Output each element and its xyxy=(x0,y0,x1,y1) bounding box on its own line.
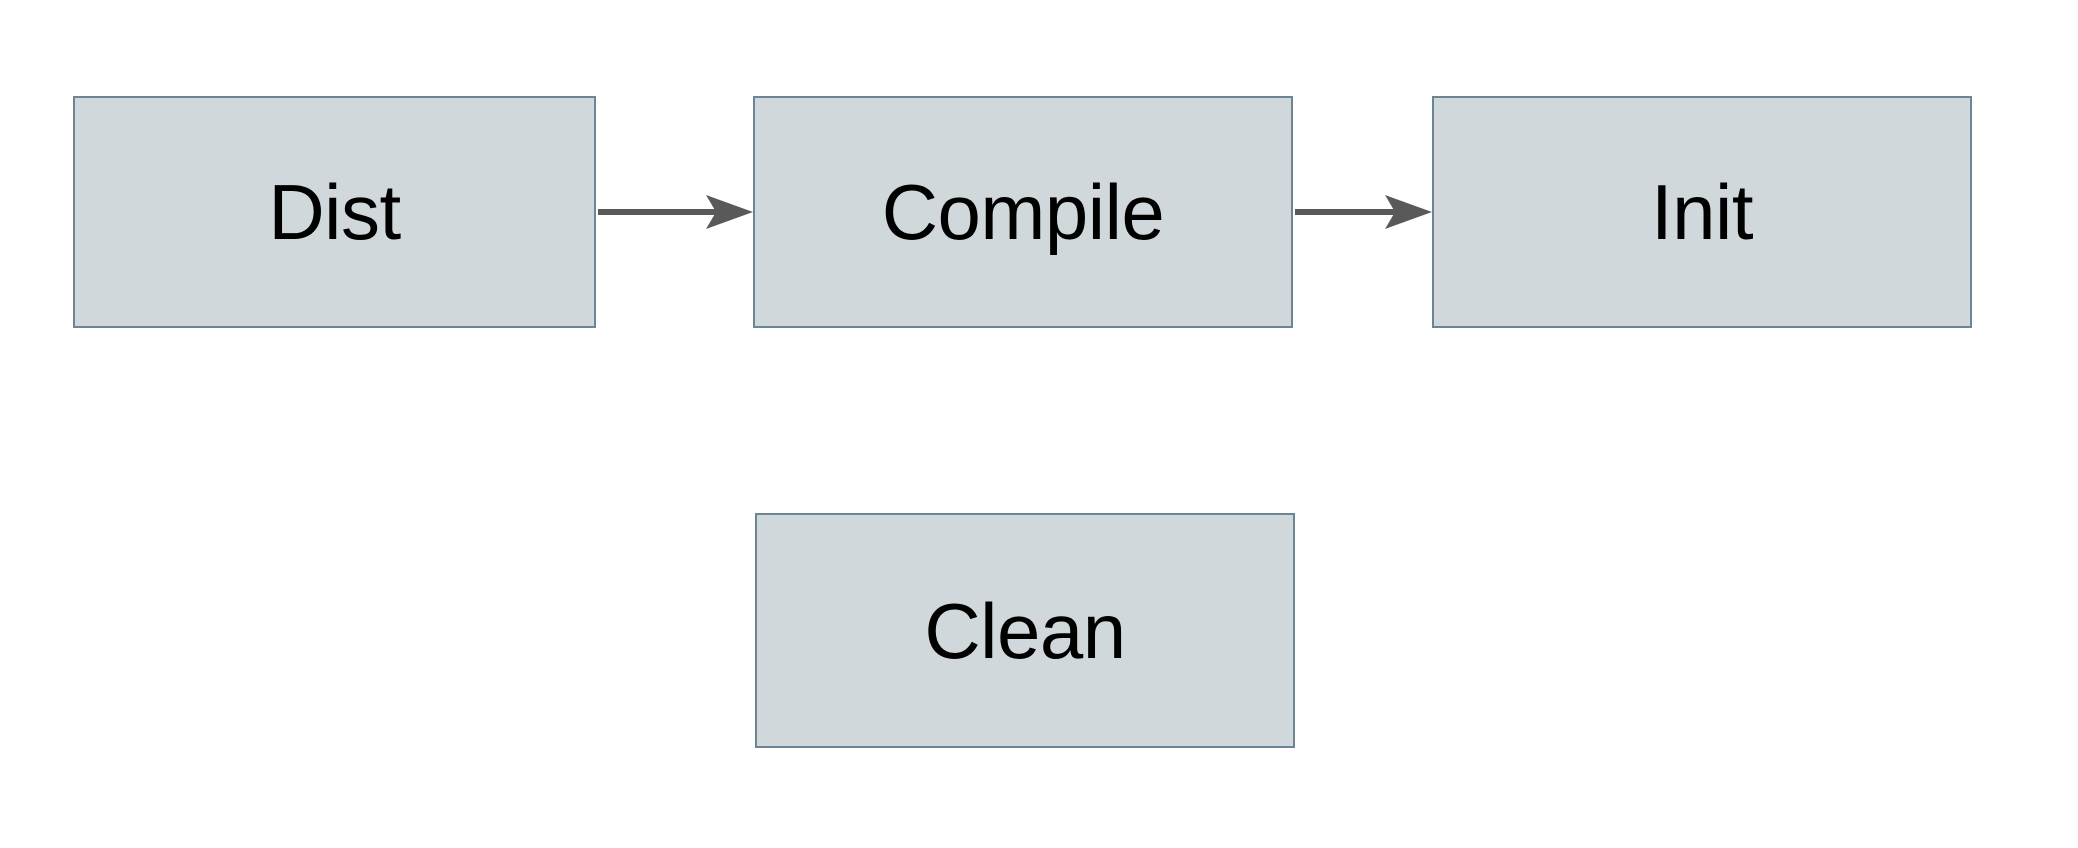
node-clean[interactable]: Clean xyxy=(755,513,1295,748)
edge-compile-to-init xyxy=(1295,195,1432,229)
node-label-clean: Clean xyxy=(924,586,1126,675)
node-label-dist: Dist xyxy=(268,168,401,256)
edge-dist-to-compile xyxy=(598,195,753,229)
node-init[interactable]: Init xyxy=(1432,96,1972,328)
arrowhead-icon-dist-to-compile xyxy=(706,195,753,229)
node-label-init: Init xyxy=(1650,168,1754,256)
arrowhead-icon-compile-to-init xyxy=(1385,195,1432,229)
node-compile[interactable]: Compile xyxy=(753,96,1293,328)
node-label-compile: Compile xyxy=(881,168,1165,256)
node-dist[interactable]: Dist xyxy=(73,96,596,328)
